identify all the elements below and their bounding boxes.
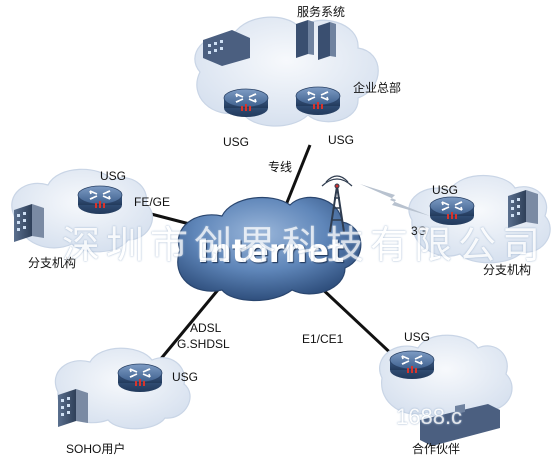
partner-factory-icon (420, 404, 500, 446)
partner-link-line (316, 283, 400, 362)
soho-link-label-adsl: ADSL (190, 321, 222, 335)
branch-left-name-label: 分支机构 (28, 256, 77, 270)
wireless-link-icon (360, 184, 430, 216)
hq-left-firewall-icon (223, 88, 269, 118)
soho-link-label-gshdsl: G.SHDSL (177, 337, 230, 351)
partner-usg-label: USG (404, 330, 431, 344)
branch-left-link-label: FE/GE (134, 195, 171, 209)
branch-left-firewall-icon (77, 185, 123, 215)
partner-name-label: 合作伙伴 (412, 442, 461, 456)
partner-firewall-icon (389, 350, 435, 380)
branch-right-link-label: 3G (411, 224, 428, 238)
hq-right-firewall-icon (295, 86, 341, 116)
internet-cloud (177, 196, 362, 302)
branch-right-name-label: 分支机构 (483, 263, 532, 277)
branch-right-usg-label: USG (432, 183, 459, 197)
soho-building-icon (58, 389, 88, 427)
soho-name-label: SOHO用户 (66, 442, 126, 456)
internet-label: Internet (197, 232, 345, 270)
antenna-tower-icon (321, 175, 353, 233)
branch-left-building-icon (14, 204, 44, 242)
branch-left-usg-label: USG (100, 169, 127, 183)
hq-right-usg-label: USG (328, 133, 355, 147)
service-system-label: 服务系统 (297, 5, 346, 19)
hq-title-label: 企业总部 (353, 81, 402, 95)
hq-left-usg-label: USG (223, 135, 250, 149)
watermark-corner-text: 1688.c (396, 404, 463, 429)
soho-usg-label: USG (172, 370, 199, 384)
soho-firewall-icon (117, 363, 163, 393)
watermark-text: 深圳市创界科技有限公司 (62, 223, 547, 267)
partner-link-label: E1/CE1 (302, 332, 344, 346)
server-icon (203, 20, 336, 66)
hq-link-label: 专线 (268, 160, 293, 174)
